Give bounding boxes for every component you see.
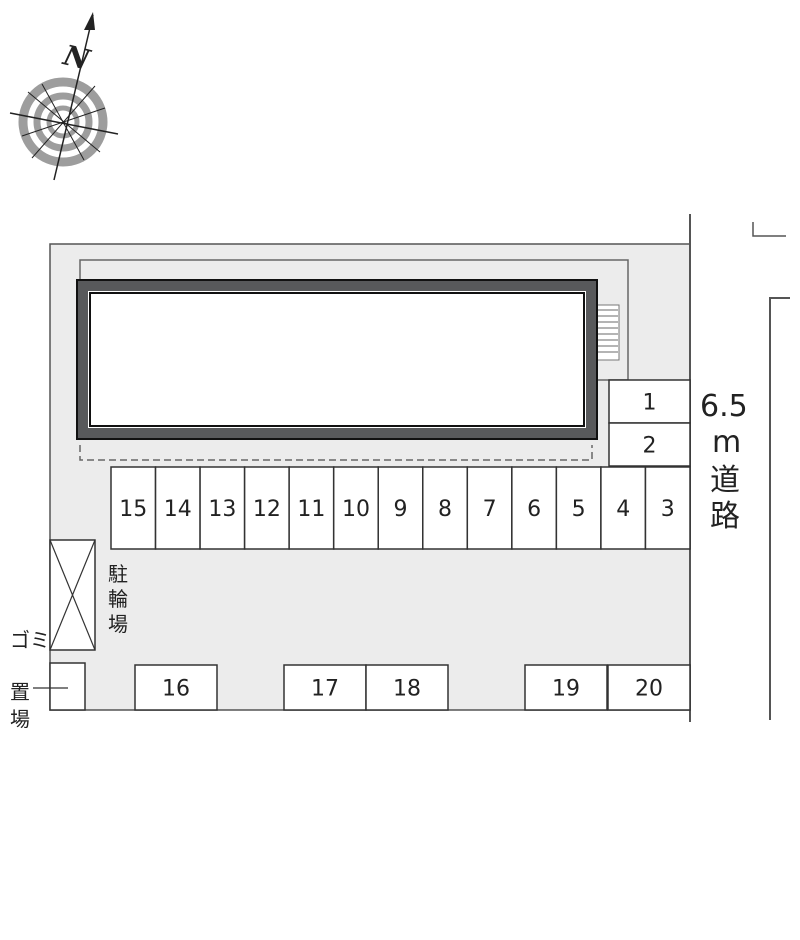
parking-slot-4	[600, 466, 647, 550]
road-name-char-2: 路	[710, 499, 740, 534]
parking-slot-8-label: 8	[438, 497, 452, 522]
garbage-label-2: 置	[10, 680, 30, 704]
bike-parking-char-3: 場	[108, 612, 128, 636]
building-outer-line	[76, 279, 598, 440]
parking-slot-6-label: 6	[527, 497, 541, 522]
road-name-char-1: 道	[710, 463, 740, 498]
compass-rose-icon	[9, 12, 119, 181]
parking-slot-13-label: 13	[208, 497, 236, 522]
parking-slot-18-label: 18	[393, 677, 421, 702]
parking-slot-5	[555, 466, 602, 550]
parking-slot-1-label: 1	[643, 391, 657, 416]
parking-slot-2	[608, 422, 691, 467]
road-corner-mark	[752, 222, 786, 237]
parking-slot-19-label: 19	[552, 677, 580, 702]
parking-slot-11	[288, 466, 335, 550]
garbage-label-3: 場	[10, 707, 30, 731]
garbage-station	[49, 662, 86, 711]
parking-slot-3-label: 3	[661, 497, 675, 522]
building	[78, 281, 596, 438]
parking-slot-4-label: 4	[616, 497, 630, 522]
road-unit-label: m	[712, 425, 741, 460]
parking-slot-12-label: 12	[253, 497, 281, 522]
parking-slot-9-label: 9	[394, 497, 408, 522]
parking-slot-13	[199, 466, 246, 550]
parking-slot-10	[332, 466, 379, 550]
garbage-label-1: ゴミ	[10, 628, 50, 652]
parking-slot-7	[466, 466, 513, 550]
parking-slot-15	[110, 466, 157, 550]
parking-slot-14	[154, 466, 201, 550]
parking-slot-8	[422, 466, 469, 550]
parking-slot-16	[134, 664, 218, 711]
parking-slot-7-label: 7	[483, 497, 497, 522]
road-edge-right	[769, 297, 790, 720]
parking-slot-20-label: 20	[635, 677, 663, 702]
building-inner-line	[89, 292, 585, 427]
parking-slot-18	[365, 664, 449, 711]
parking-slot-20	[607, 664, 691, 711]
parking-slot-9	[377, 466, 424, 550]
parking-slot-11-label: 11	[297, 497, 325, 522]
stairs-icon	[596, 304, 620, 361]
parking-slot-10-label: 10	[342, 497, 370, 522]
parking-slot-2-label: 2	[643, 434, 657, 459]
bike-parking-char-1: 駐	[108, 562, 128, 586]
parking-slot-17-label: 17	[311, 677, 339, 702]
parking-slot-3	[644, 466, 691, 550]
road-width-label: 6.5	[700, 389, 748, 424]
bike-parking-char-2: 輪	[108, 587, 128, 611]
eave-dashed-line	[79, 445, 593, 461]
compass-north-label: N	[59, 38, 94, 77]
parking-slot-19	[524, 664, 608, 711]
parking-slot-5-label: 5	[572, 497, 586, 522]
bike-parking	[49, 539, 96, 651]
parking-slot-16-label: 16	[162, 677, 190, 702]
parking-slot-14-label: 14	[164, 497, 192, 522]
parking-slot-17	[283, 664, 367, 711]
parking-slot-15-label: 15	[119, 497, 147, 522]
